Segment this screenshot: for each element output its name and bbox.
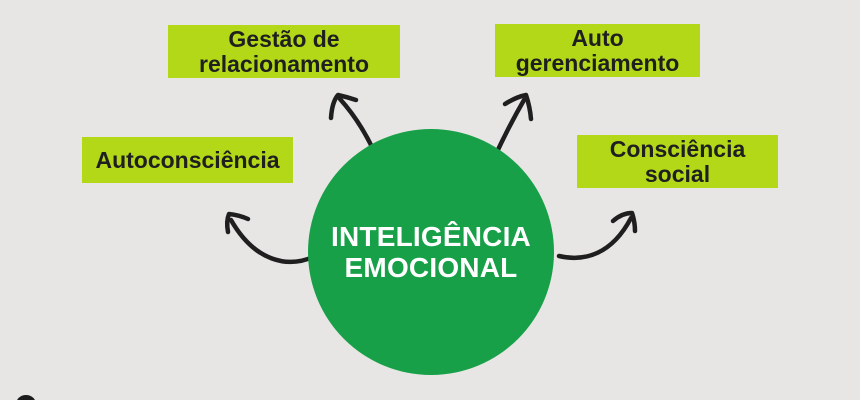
node-social-awareness: Consciência social <box>577 135 778 188</box>
arrow-to-self-awareness <box>224 211 316 265</box>
arrow-to-self-management <box>493 92 534 157</box>
bottom-left-partial-dot <box>16 395 36 400</box>
node-self-awareness: Autoconsciência <box>82 137 293 183</box>
arrow-to-relationship-management <box>328 92 376 152</box>
node-relationship-management: Gestão de relacionamento <box>168 25 400 78</box>
node-self-awareness-label: Autoconsciência <box>95 146 280 173</box>
node-self-management: Auto gerenciamento <box>495 24 700 77</box>
node-social-awareness-label: Consciência social <box>609 135 746 187</box>
node-self-management-label: Auto gerenciamento <box>515 24 680 76</box>
node-relationship-management-label: Gestão de relacionamento <box>199 25 369 77</box>
arrow-to-social-awareness <box>556 210 638 261</box>
central-circle-title: INTELIGÊNCIA EMOCIONAL <box>331 221 531 283</box>
central-circle: INTELIGÊNCIA EMOCIONAL <box>308 129 554 375</box>
